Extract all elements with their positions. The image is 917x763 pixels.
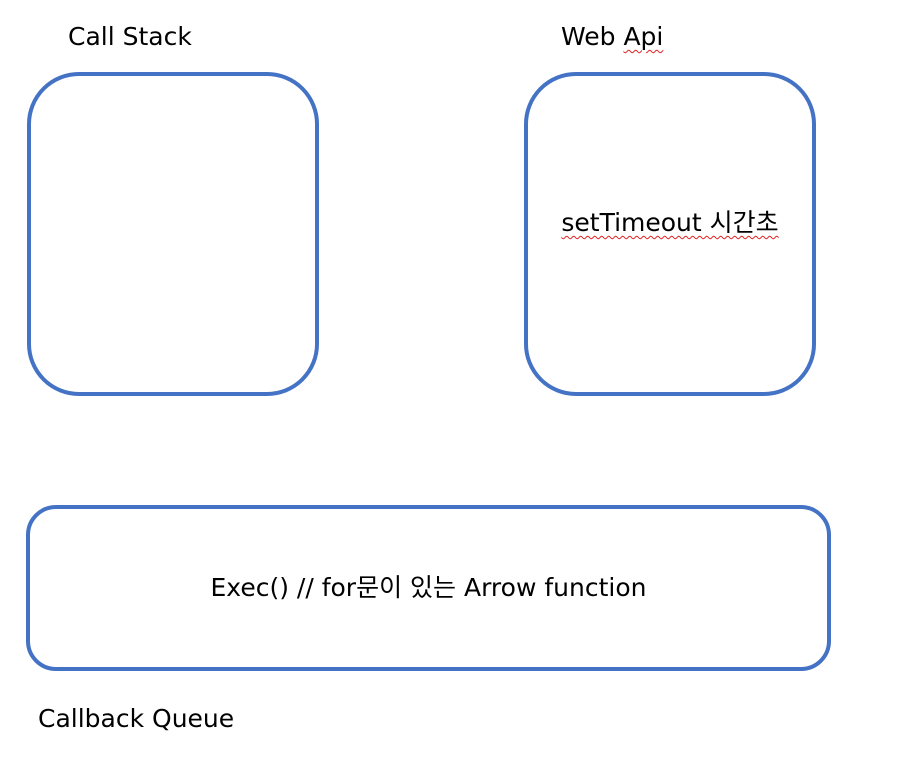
web-api-box: setTimeout 시간초 bbox=[524, 72, 816, 396]
callback-queue-box: Exec() // for문이 있는 Arrow function bbox=[26, 505, 831, 671]
web-api-title: Web Api bbox=[561, 22, 663, 52]
call-stack-title: Call Stack bbox=[68, 22, 192, 51]
callback-queue-title: Callback Queue bbox=[38, 704, 235, 733]
web-api-title-squiggle: Api bbox=[623, 22, 664, 51]
web-api-content: setTimeout 시간초 bbox=[561, 208, 779, 237]
callback-queue-content: Exec() // for문이 있는 Arrow function bbox=[210, 573, 647, 602]
web-api-title-prefix: Web bbox=[561, 22, 624, 51]
call-stack-box bbox=[27, 72, 319, 396]
